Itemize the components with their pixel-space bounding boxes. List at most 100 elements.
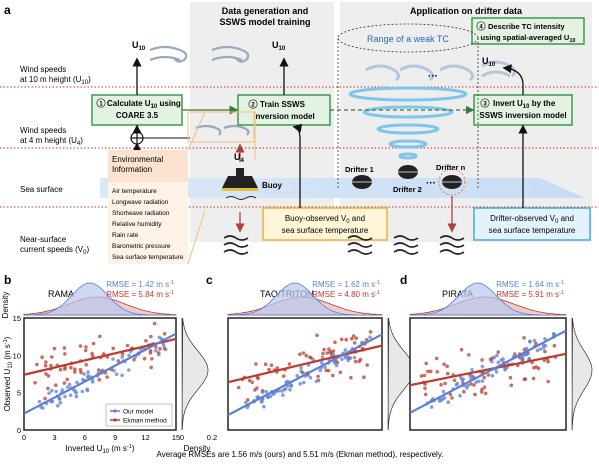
u10-label-right: U10 [482, 56, 496, 68]
point-ekman [44, 372, 48, 376]
point-ours [501, 357, 505, 361]
panel-letter: c [206, 273, 213, 287]
point-ekman [152, 321, 157, 326]
drifter-1-label: Drifter 1 [345, 165, 374, 174]
env-item: Rain rate [112, 232, 139, 239]
point-ekman [90, 354, 95, 359]
drifter-2-icon [398, 165, 418, 179]
point-ekman [483, 391, 488, 396]
rmse-ekman: RMSE = 5.84 m s-1 [106, 290, 174, 299]
point-ours [334, 363, 339, 368]
point-ours [466, 383, 470, 388]
point-ours [281, 393, 285, 397]
buoy-box-text-2: sea surface temperature [282, 226, 369, 235]
step1-text-2: COARE 3.5 [116, 111, 159, 120]
point-ekman [333, 340, 337, 345]
y-axis-label: Observed U10 (m s-1) [3, 336, 14, 411]
point-ours [82, 372, 86, 376]
point-ours [266, 395, 270, 400]
point-ekman [62, 346, 67, 350]
point-ekman [254, 362, 258, 366]
point-ekman [486, 373, 491, 377]
point-ours [74, 394, 79, 399]
point-ekman [523, 377, 528, 381]
step3-box [473, 94, 573, 126]
point-ekman [287, 362, 292, 366]
point-ekman [73, 370, 77, 374]
point-ekman [162, 332, 167, 336]
tc-range-label: Range of a weak TC [367, 34, 449, 44]
env-item: Sea surface temperature [112, 254, 184, 261]
point-ekman [469, 382, 473, 386]
point-ekman [509, 383, 514, 388]
point-ours [340, 357, 344, 362]
x-tick: 3 [52, 433, 56, 442]
point-ours [37, 399, 42, 404]
point-ours [461, 377, 465, 382]
y-tick: 5 [17, 389, 21, 398]
point-ours [56, 404, 60, 408]
left-header-line2: SSWS model training [219, 17, 310, 27]
point-ekman [105, 375, 109, 379]
point-ours [532, 338, 537, 343]
fit-line-ours [23, 332, 177, 415]
point-ekman [97, 377, 101, 382]
point-ekman [443, 381, 447, 386]
point-ekman [281, 374, 286, 378]
sea-surface-band [100, 178, 585, 198]
point-ekman [73, 367, 77, 372]
point-ours [528, 339, 532, 344]
point-ours [162, 343, 166, 348]
point-ours [299, 369, 303, 374]
point-ekman [91, 341, 96, 346]
buoy-box-text-1: Buoy-observed V0 and [285, 214, 365, 225]
y-tick: 10 [13, 351, 21, 360]
point-ekman [546, 359, 550, 364]
fit-line-ours [409, 329, 567, 414]
point-ekman [353, 359, 358, 364]
row-label-u10-2: at 10 m height (U10) [20, 75, 91, 86]
point-ekman [43, 363, 48, 368]
point-ours [343, 348, 348, 352]
point-ekman [435, 370, 440, 374]
point-ekman [263, 362, 268, 367]
point-ours [90, 380, 95, 384]
panel-name: RAMA [48, 289, 74, 299]
env-title-1: Environmental [112, 155, 163, 164]
point-ekman [424, 361, 429, 366]
point-ours [446, 400, 451, 405]
point-ekman [354, 336, 359, 341]
point-ours [74, 391, 78, 395]
point-ekman [46, 374, 51, 378]
point-ekman [149, 365, 153, 370]
point-ekman [546, 379, 550, 384]
point-ekman [368, 330, 373, 334]
point-ours [244, 400, 248, 405]
drifter-box-text-2: sea surface temperature [489, 226, 576, 235]
point-ours [320, 361, 324, 365]
point-ours [308, 375, 313, 380]
point-ours [551, 332, 556, 336]
point-ours [260, 400, 264, 404]
point-ekman [350, 336, 354, 341]
point-ekman [247, 378, 252, 383]
point-ours [65, 385, 70, 389]
step3-number-icon [480, 98, 490, 108]
point-ekman [46, 386, 50, 391]
point-ours [295, 373, 300, 378]
point-ekman [84, 362, 88, 367]
point-ours [527, 356, 532, 361]
drifter-2-label: Drifter 2 [393, 185, 422, 194]
point-ekman [531, 376, 536, 381]
point-ekman [322, 347, 326, 352]
point-ours [288, 387, 292, 392]
arrow-step3-to-u10 [502, 64, 524, 95]
point-ours [289, 384, 294, 388]
step4-number: 4 [479, 25, 483, 31]
point-ekman [304, 353, 309, 358]
point-ours [490, 373, 495, 378]
buoy-icon [222, 168, 258, 200]
x-tick: 15 [172, 433, 180, 442]
row-label-current-1: Near-surface [20, 235, 67, 244]
